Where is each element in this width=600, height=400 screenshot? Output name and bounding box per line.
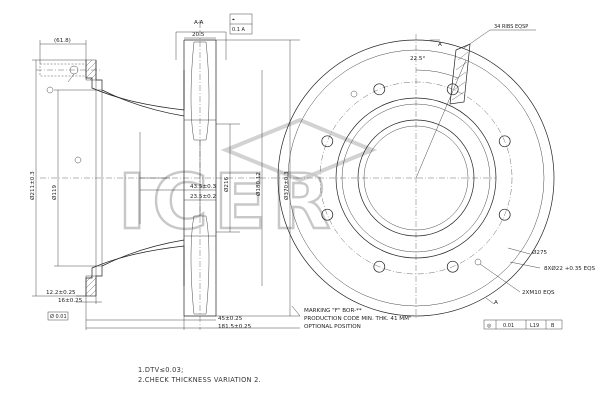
friction-inner-2 xyxy=(341,103,491,253)
dim-outer: Ø370±0.3 xyxy=(283,171,290,200)
dim-hub-depth: 43.5±0.3 xyxy=(190,184,216,190)
tolerance-row: ◎ 0.01 L19 B xyxy=(483,319,563,330)
hub-profile-lower xyxy=(85,245,185,296)
notes: 1.DTV≤0.03; 2.CHECK THICKNESS VARIATION … xyxy=(138,366,261,384)
bolt-hole xyxy=(321,208,334,221)
leader-ribs xyxy=(463,29,491,49)
tolerance-box xyxy=(47,311,69,321)
balloon-2 xyxy=(46,86,54,94)
angle-arc xyxy=(415,69,459,79)
marking-block: MARKING "F" BOR-** PRODUCTION CODE MIN. … xyxy=(291,305,412,330)
note-1: 1.DTV≤0.03; xyxy=(138,366,184,374)
marking-line-2: PRODUCTION CODE MIN. THK. 41 MM" xyxy=(304,316,412,322)
dim-275-label: Ø275 xyxy=(532,249,548,256)
dim-flange-2: 16±0.25 xyxy=(58,298,83,304)
dim-flange-1: 12.2±0.25 xyxy=(46,290,76,296)
note-2: 2.CHECK THICKNESS VARIATION 2. xyxy=(138,376,261,384)
bolt-hole xyxy=(446,83,459,96)
tol-row-symbol: ◎ xyxy=(487,323,492,329)
vent-label: 34 RIBS EQSP xyxy=(494,24,528,30)
tolerance-value: Ø 0.01 xyxy=(50,313,67,320)
dim-total: 181.5±0.25 xyxy=(218,324,252,330)
dim-bolt-circle: Ø180.12 xyxy=(255,172,262,196)
ref-mark-top: A xyxy=(438,42,442,48)
hub-bore xyxy=(357,119,475,237)
bolt-hole-section xyxy=(36,63,100,77)
bolt-hole xyxy=(373,83,386,96)
dim-hub-diameter: Ø211±0.3 xyxy=(29,171,36,200)
icer-watermark-text: ICER xyxy=(118,157,337,246)
ref-mark-bottom: A xyxy=(494,300,498,306)
marking-line-1: MARKING "F" BOR-** xyxy=(304,308,362,314)
disc-outer-edge-2 xyxy=(287,49,545,307)
friction-inner xyxy=(335,97,497,259)
threaded-hole xyxy=(350,90,358,98)
section-label: A-A xyxy=(194,20,204,26)
bolt-hole xyxy=(498,135,511,148)
hub-profile-lower-inner xyxy=(95,239,185,296)
holes-label: 8XØ22 +0.35 EQS xyxy=(544,265,596,272)
balloon-3 xyxy=(74,156,82,164)
feature-frame-value: 0.1 A xyxy=(232,27,246,33)
icer-watermark-logo: ICER xyxy=(117,117,378,247)
leader-holes xyxy=(509,261,541,269)
flange-hatch-bottom xyxy=(85,275,97,297)
marking-line-3: OPTIONAL POSITION xyxy=(304,324,361,330)
vent-rib-detail xyxy=(449,43,471,105)
tol-row-datum: B xyxy=(551,323,555,329)
tol-row-value: 0.01 xyxy=(503,323,514,329)
angle-label: 22.5° xyxy=(410,56,425,62)
leader-threads xyxy=(479,263,521,293)
hub-bore-2 xyxy=(363,125,469,231)
section-view xyxy=(32,20,300,330)
tol-row-ref: L19 xyxy=(530,323,539,329)
bolt-hole xyxy=(446,260,459,273)
leader-275 xyxy=(507,247,531,255)
hub-profile-upper-inner xyxy=(95,60,185,117)
bolt-hole xyxy=(498,208,511,221)
hub-profile-upper xyxy=(85,60,185,111)
dim-61-8: (61.8) xyxy=(54,38,71,44)
dim-friction: 45±0.25 xyxy=(218,316,243,322)
angle-ray xyxy=(415,59,467,179)
bolt-hole xyxy=(321,135,334,148)
threads-label: 2XM10 EQS xyxy=(522,290,555,296)
dim-hub-thickness: 23.5±0.2 xyxy=(190,194,216,200)
dim-216: Ø216 xyxy=(223,176,230,192)
front-view xyxy=(277,29,555,320)
threaded-hole xyxy=(474,258,482,266)
bolt-hole xyxy=(373,260,386,273)
feature-frame-symbol: ⌖ xyxy=(232,17,235,23)
section-labels: A-A ⌖ 0.1 A (61.8) 20.5 Ø211±0.3 Ø119 Ø2… xyxy=(29,13,290,330)
front-labels: 34 RIBS EQSP 22.5° A Ø275 8XØ22 +0.35 EQ… xyxy=(410,24,596,306)
bolt-circle xyxy=(319,81,513,275)
bolt-holes xyxy=(321,83,511,273)
disc-outer-edge xyxy=(277,39,555,317)
friction-ring xyxy=(183,30,217,330)
dim-pilot: Ø119 xyxy=(51,184,58,200)
dim-20-5: 20.5 xyxy=(192,32,205,38)
